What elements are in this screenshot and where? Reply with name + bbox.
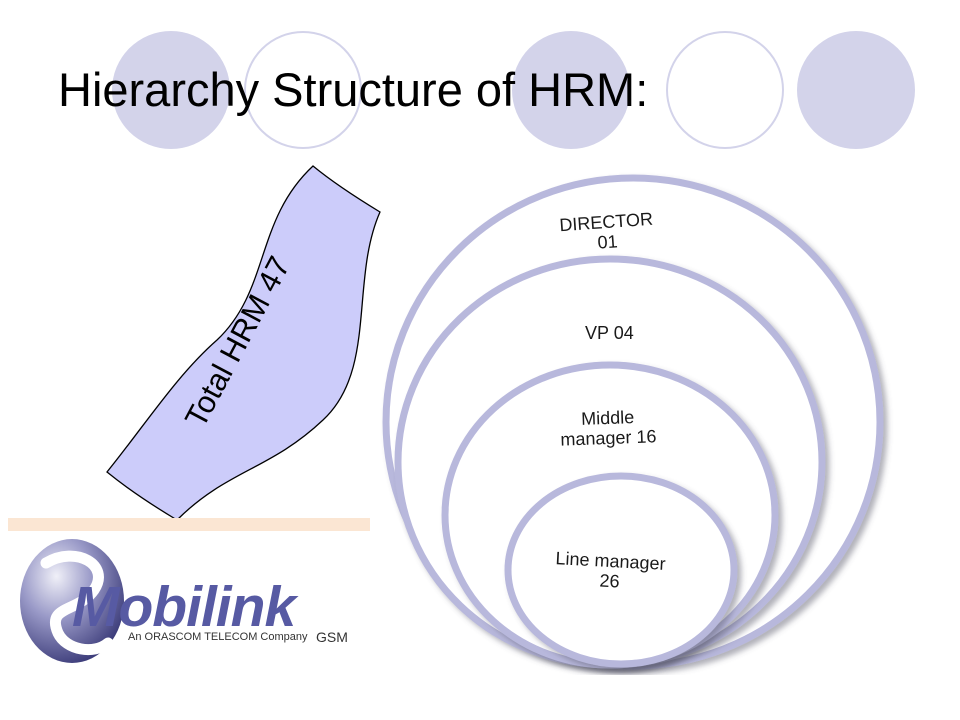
logo-gsm-mark: GSM [316, 629, 348, 645]
hierarchy-diagram [382, 174, 884, 670]
level-title: VP 04 [585, 323, 634, 343]
decor-circle [112, 31, 230, 149]
mobilink-logo: Mobilink An ORASCOM TELECOM Company GSM [16, 535, 368, 665]
decor-circle [666, 31, 784, 149]
hierarchy-ring-line-manager [504, 472, 738, 668]
decor-circle [797, 31, 915, 149]
level-director: DIRECTOR 01 [559, 209, 655, 255]
accent-bar [8, 518, 370, 531]
slide-title: Hierarchy Structure of HRM: [58, 63, 649, 116]
level-count: manager 16 [560, 426, 657, 450]
level-middle-manager: Middle manager 16 [559, 406, 657, 450]
level-vp: VP 04 [585, 323, 634, 343]
logo-tagline: An ORASCOM TELECOM Company [128, 631, 308, 643]
logo-swirl-icon [20, 539, 124, 663]
decor-circle [244, 31, 362, 149]
level-line-manager: Line manager 26 [554, 548, 666, 594]
decor-circle [512, 31, 630, 149]
logo-wordmark: Mobilink [72, 575, 296, 639]
